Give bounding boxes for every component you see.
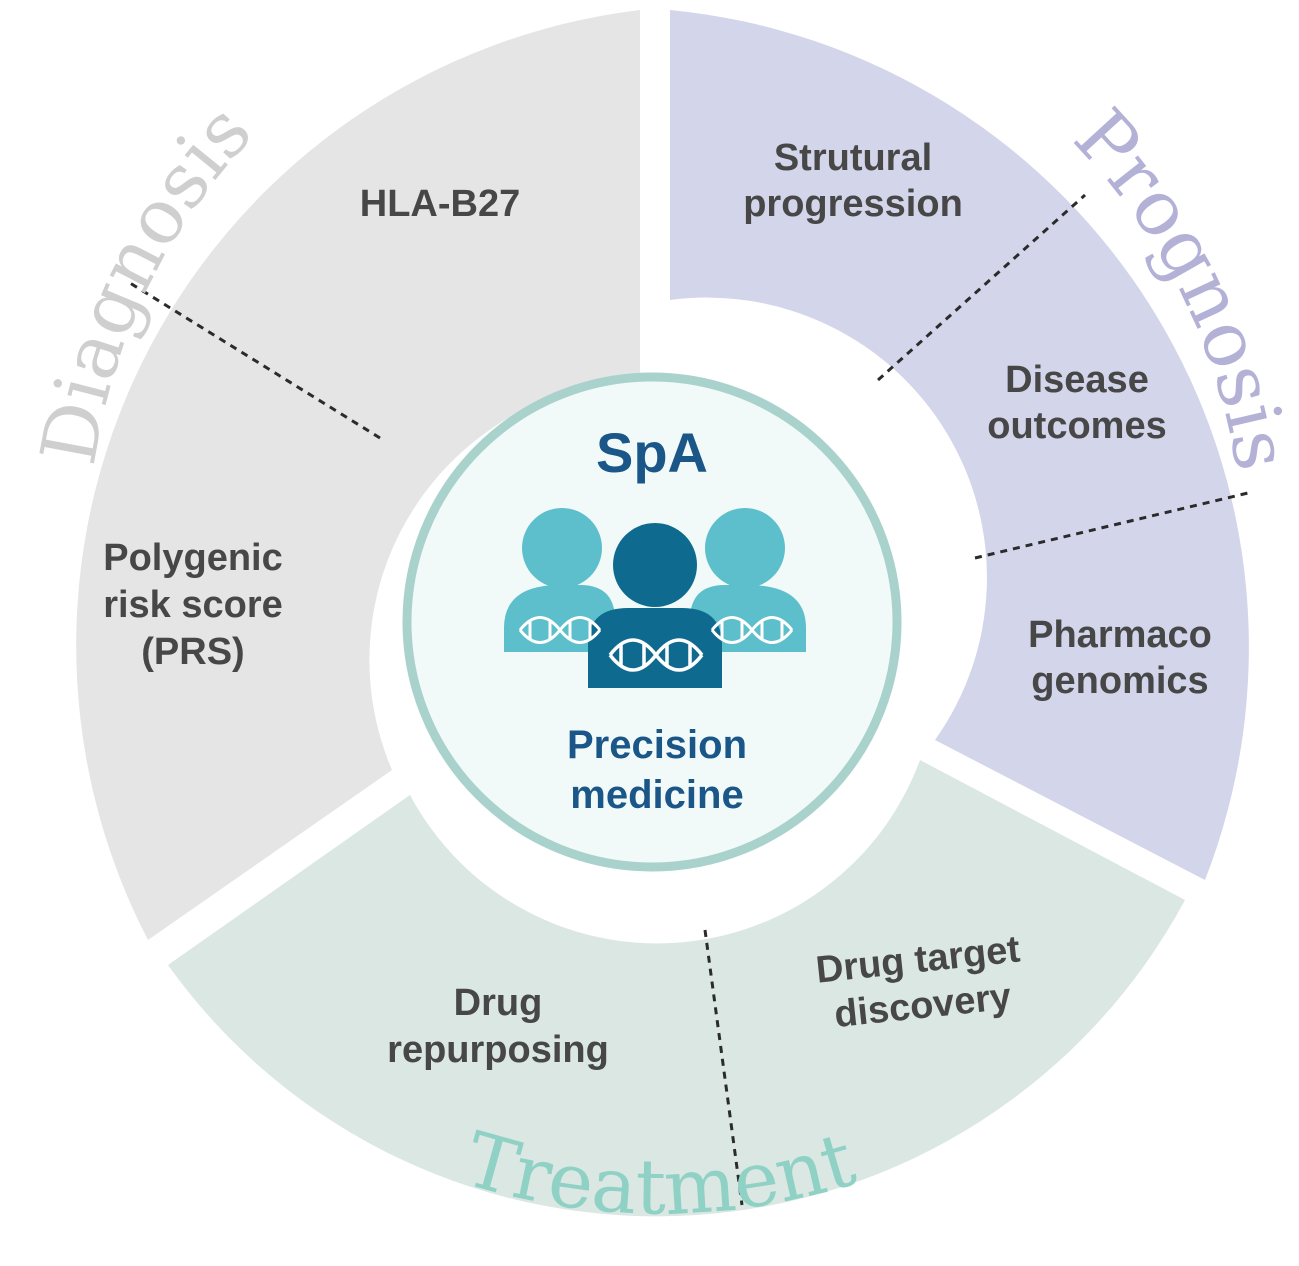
item-drug-repurposing: Drug repurposing <box>387 982 609 1071</box>
treatment-segment <box>168 760 1185 1217</box>
person-group-icon <box>504 508 806 688</box>
item-disease-outcomes: Disease outcomes <box>987 359 1166 447</box>
prognosis-segment <box>670 10 1249 880</box>
item-repurposing-line2: repurposing <box>387 1029 609 1071</box>
item-structural-line1: Strutural <box>774 137 932 179</box>
center-subtitle-line1: Precision <box>567 723 747 767</box>
item-prs-line3: (PRS) <box>141 631 244 673</box>
dna-icon <box>518 616 602 644</box>
diagnosis-divider <box>129 281 381 440</box>
item-disease-line1: Disease <box>1005 359 1149 401</box>
center-title: SpA <box>596 421 708 484</box>
item-structural-line2: progression <box>743 183 963 225</box>
dna-icon <box>710 616 794 644</box>
item-pharmaco-genomics: Pharmaco genomics <box>1028 614 1212 702</box>
item-pharmaco-line1: Pharmaco <box>1028 614 1212 656</box>
item-polygenic-risk-score: Polygenic risk score (PRS) <box>103 537 283 673</box>
item-prs-line2: risk score <box>103 584 283 626</box>
dna-icon <box>608 638 704 672</box>
item-structural-progression: Strutural progression <box>743 137 963 225</box>
center-subtitle-line2: medicine <box>570 773 743 817</box>
diagnosis-segment <box>76 10 640 940</box>
item-pharmaco-line2: genomics <box>1031 660 1208 702</box>
item-hla-b27: HLA-B27 <box>360 183 520 225</box>
item-prs-line1: Polygenic <box>103 537 283 579</box>
item-disease-line2: outcomes <box>987 405 1166 447</box>
item-repurposing-line1: Drug <box>454 982 543 1024</box>
